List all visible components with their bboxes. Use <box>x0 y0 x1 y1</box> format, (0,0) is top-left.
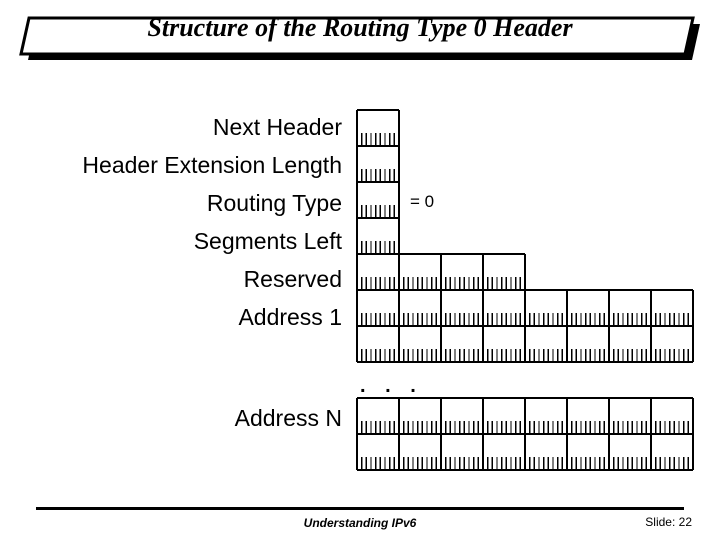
routing-type-value-annotation: = 0 <box>410 192 435 211</box>
field-label-next-header: Next Header <box>212 114 342 140</box>
continuation-ellipsis: . . . <box>360 375 423 397</box>
footer-slide-number: Slide: 22 <box>645 515 692 529</box>
page-title: Structure of the Routing Type 0 Header <box>147 13 573 42</box>
footer-book-title: Understanding IPv6 <box>303 516 417 530</box>
title-banner-outline-icon <box>19 16 695 56</box>
field-label-header-extension-length: Header Extension Length <box>82 152 342 178</box>
field-label-address-n: Address N <box>234 405 342 431</box>
title-banner <box>0 14 720 68</box>
field-label-address-1: Address 1 <box>238 304 342 330</box>
field-label-segments-left: Segments Left <box>193 228 342 254</box>
footer-divider <box>36 507 684 510</box>
field-label-routing-type: Routing Type <box>206 190 342 216</box>
field-label-reserved: Reserved <box>243 266 342 292</box>
field-label-column: Next Header Header Extension Length Rout… <box>0 108 342 336</box>
